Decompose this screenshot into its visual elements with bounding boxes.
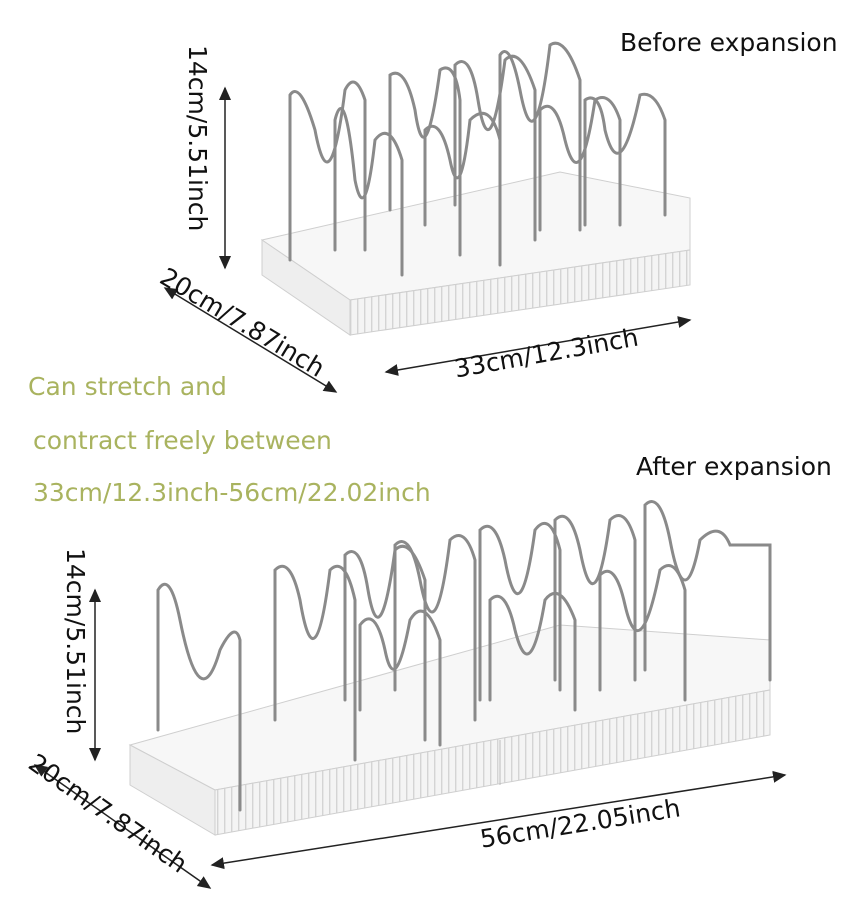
rack-before	[260, 41, 691, 336]
rack-after	[128, 500, 772, 836]
before-height-label: 14cm/5.51inch	[183, 45, 212, 232]
stretch-note-line2: contract freely between	[33, 426, 332, 455]
dimension-arrows	[33, 86, 787, 889]
before-title: Before expansion	[620, 28, 838, 57]
stretch-note-line1: Can stretch and	[28, 372, 227, 401]
stretch-note-line3: 33cm/12.3inch-56cm/22.02inch	[33, 478, 431, 507]
after-title: After expansion	[636, 452, 832, 481]
after-height-label: 14cm/5.51inch	[61, 548, 90, 735]
